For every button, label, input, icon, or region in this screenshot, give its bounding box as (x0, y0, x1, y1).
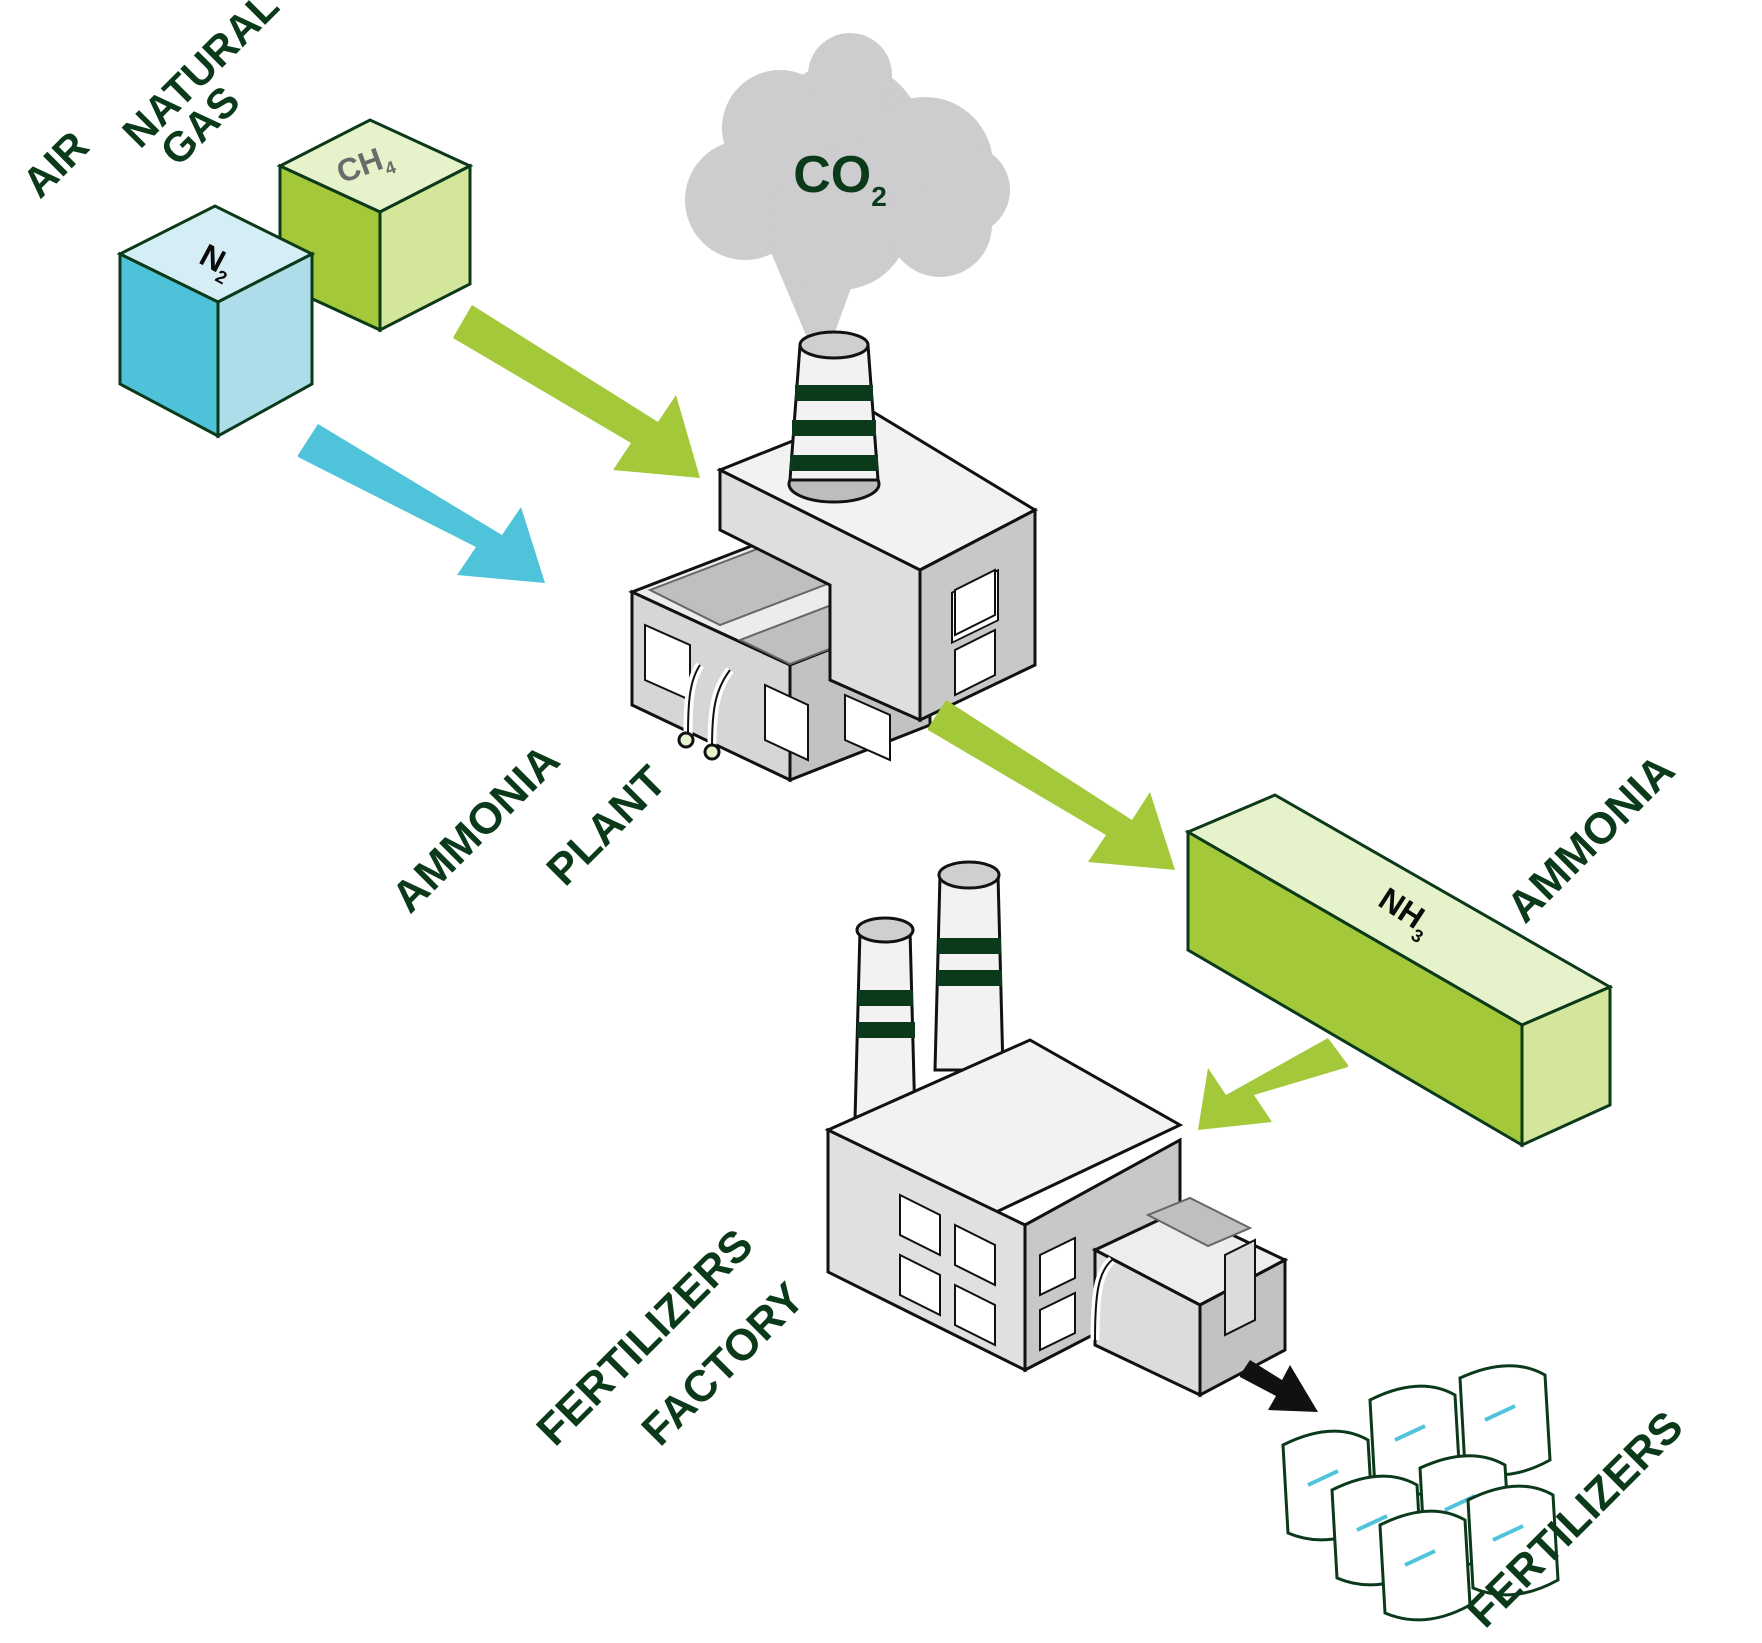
ammonia-plant-building (628, 330, 1039, 783)
n2-cube: N2 (116, 204, 316, 439)
co2-cloud: CO2 (685, 33, 1010, 340)
fertilizer-bag (1378, 1509, 1472, 1622)
ammonia-plant-chimney (787, 330, 881, 504)
plant-to-ammonia-arrow (928, 700, 1175, 870)
ammonia-to-factory-arrow (1198, 1038, 1348, 1130)
label-ammonia-plant: AMMONIA PLANT (382, 735, 675, 922)
factory-chimney-left (853, 916, 917, 1122)
air-arrow (298, 424, 545, 583)
fertilizers-factory-building (824, 860, 1289, 1398)
label-natural-gas: NATURAL GAS (113, 0, 288, 174)
co2-formula: CO2 (793, 146, 887, 212)
nh3-block: NH3 (1184, 793, 1614, 1148)
fertilizer-bags (1281, 1364, 1560, 1622)
natural-gas-arrow (453, 305, 700, 478)
label-fertilizers-factory: FERTILIZERS FACTORY (527, 1220, 814, 1455)
label-ammonia-plant-line1: AMMONIA (382, 735, 569, 922)
label-air: AIR (13, 122, 97, 206)
factory-chimney-right (933, 860, 1005, 1072)
label-ammonia: AMMONIA (1497, 745, 1684, 932)
factory-to-fertilizers-arrow (1240, 1360, 1318, 1412)
fertilizer-bag (1466, 1484, 1560, 1597)
